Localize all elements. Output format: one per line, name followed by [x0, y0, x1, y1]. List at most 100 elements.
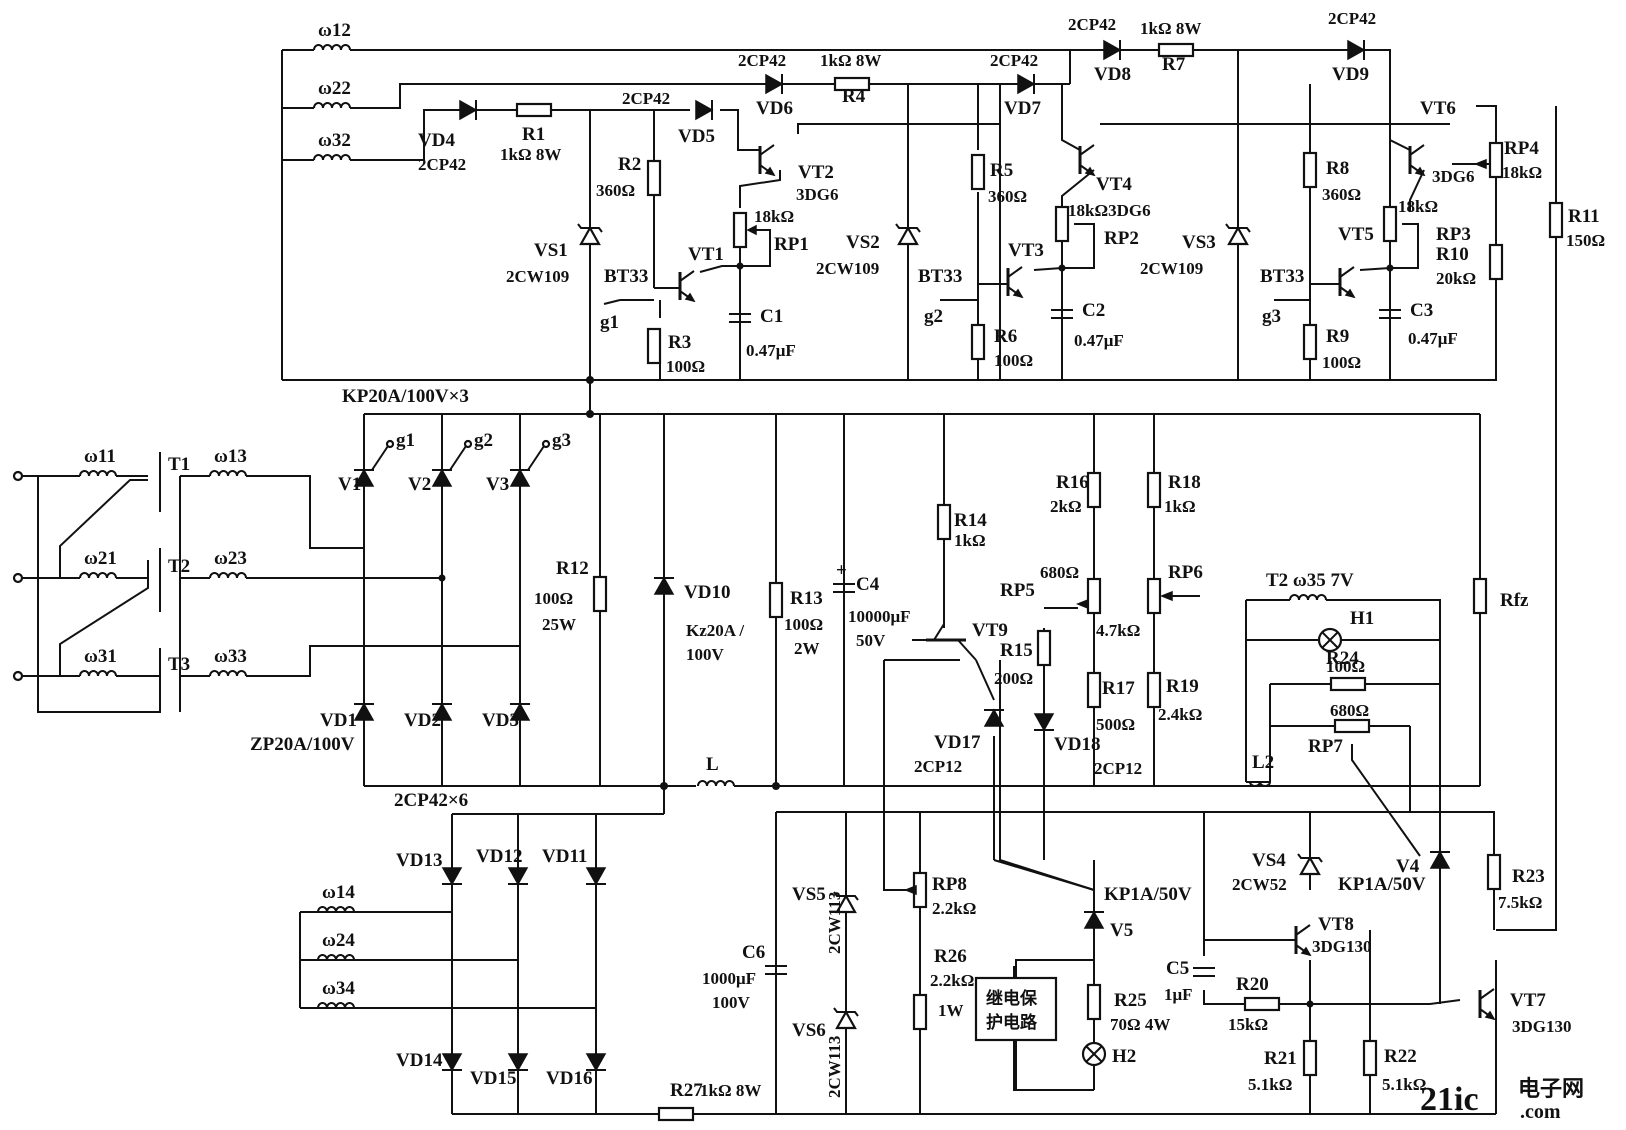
svg-text:T2 ω35 7V: T2 ω35 7V [1266, 570, 1354, 591]
diode-vd3: VD3 [482, 703, 531, 731]
svg-text:R24: R24 [1326, 648, 1359, 669]
svg-text:0.47μF: 0.47μF [1408, 329, 1458, 348]
lamp-h2: H2 [1081, 1041, 1136, 1067]
svg-text:RP4: RP4 [1504, 138, 1539, 159]
svg-text:VT9: VT9 [972, 620, 1008, 641]
svg-text:C2: C2 [1082, 300, 1105, 321]
pot-rp4: RP4 18kΩ [1473, 138, 1542, 182]
svg-text:VD1: VD1 [320, 710, 357, 731]
relay-protection-box: 继电保 护电路 [974, 976, 1058, 1042]
bridge2-type: 2CP42×6 [394, 790, 468, 811]
svg-text:VT4: VT4 [1096, 174, 1132, 195]
svg-text:1kΩ 8W: 1kΩ 8W [820, 51, 881, 70]
svg-text:VD15: VD15 [470, 1068, 516, 1089]
svg-text:C4: C4 [856, 574, 880, 595]
svg-text:70Ω 4W: 70Ω 4W [1110, 1015, 1170, 1034]
svg-text:ω14: ω14 [322, 882, 355, 903]
svg-text:0.47μF: 0.47μF [746, 341, 796, 360]
svg-text:18kΩ3DG6: 18kΩ3DG6 [1068, 201, 1151, 220]
inductor-l2: L2 [1249, 752, 1274, 787]
svg-text:R2: R2 [618, 154, 641, 175]
svg-text:ω24: ω24 [322, 930, 355, 951]
svg-text:R15: R15 [1000, 640, 1033, 661]
svg-text:2CP42: 2CP42 [418, 155, 466, 174]
t3-label: T3 [168, 654, 190, 675]
svg-text:R26: R26 [934, 946, 967, 967]
svg-text:BT33: BT33 [918, 266, 962, 287]
svg-text:2CW109: 2CW109 [1140, 259, 1203, 278]
svg-text:g1: g1 [396, 430, 415, 451]
svg-text:ω33: ω33 [214, 646, 247, 667]
svg-text:1kΩ: 1kΩ [1164, 497, 1196, 516]
svg-text:VD5: VD5 [678, 126, 715, 147]
svg-text:VS2: VS2 [846, 232, 880, 253]
inductor-l: L [697, 754, 735, 787]
svg-text:RP2: RP2 [1104, 228, 1139, 249]
svg-text:200Ω: 200Ω [994, 669, 1033, 688]
svg-text:C6: C6 [742, 942, 765, 963]
winding-w32: ω32 [313, 130, 351, 161]
winding-w23: ω23 [209, 548, 247, 579]
svg-text:18kΩ: 18kΩ [1502, 163, 1542, 182]
svg-text:R1: R1 [522, 124, 545, 145]
svg-text:2.2kΩ: 2.2kΩ [930, 971, 974, 990]
zener-vs1: VS1 2CW109 [506, 222, 604, 286]
svg-text:2CW109: 2CW109 [506, 267, 569, 286]
svg-text:VD3: VD3 [482, 710, 519, 731]
winding-w33: ω33 [209, 646, 247, 677]
thyristor-type: KP20A/100V×3 [342, 386, 469, 407]
winding-w24: ω24 [317, 930, 355, 961]
svg-text:2CP42: 2CP42 [990, 51, 1038, 70]
svg-text:VT6: VT6 [1420, 98, 1456, 119]
svg-text:VD4: VD4 [418, 130, 455, 151]
svg-text:VS1: VS1 [534, 240, 568, 261]
svg-text:VD10: VD10 [684, 582, 730, 603]
svg-text:R25: R25 [1114, 990, 1147, 1011]
transistor-vt4: VT4 [1078, 143, 1132, 195]
svg-text:680Ω: 680Ω [1040, 563, 1079, 582]
svg-text:VT8: VT8 [1318, 914, 1354, 935]
svg-text:L: L [706, 754, 719, 775]
svg-text:25W: 25W [542, 615, 576, 634]
diode-vd15: VD15 [470, 1053, 529, 1089]
svg-text:100Ω: 100Ω [1326, 657, 1365, 676]
svg-text:VT5: VT5 [1338, 224, 1374, 245]
svg-text:VT7: VT7 [1510, 990, 1546, 1011]
svg-text:500Ω: 500Ω [1096, 715, 1135, 734]
relay-feed [1015, 959, 1094, 978]
svg-text:C3: C3 [1410, 300, 1433, 321]
svg-text:R8: R8 [1326, 158, 1349, 179]
svg-text:2CW113: 2CW113 [825, 892, 844, 954]
svg-text:0.47μF: 0.47μF [1074, 331, 1124, 350]
svg-text:VD13: VD13 [396, 850, 442, 871]
svg-text:R19: R19 [1166, 676, 1199, 697]
svg-text:3DG6: 3DG6 [796, 185, 839, 204]
svg-text:R16: R16 [1056, 472, 1089, 493]
svg-text:V4: V4 [1396, 856, 1420, 877]
svg-text:5.1kΩ: 5.1kΩ [1248, 1075, 1292, 1094]
svg-text:g2: g2 [474, 430, 493, 451]
svg-text:2CP42: 2CP42 [738, 51, 786, 70]
winding-w11: ω11 [79, 446, 117, 477]
svg-text:100Ω: 100Ω [534, 589, 573, 608]
